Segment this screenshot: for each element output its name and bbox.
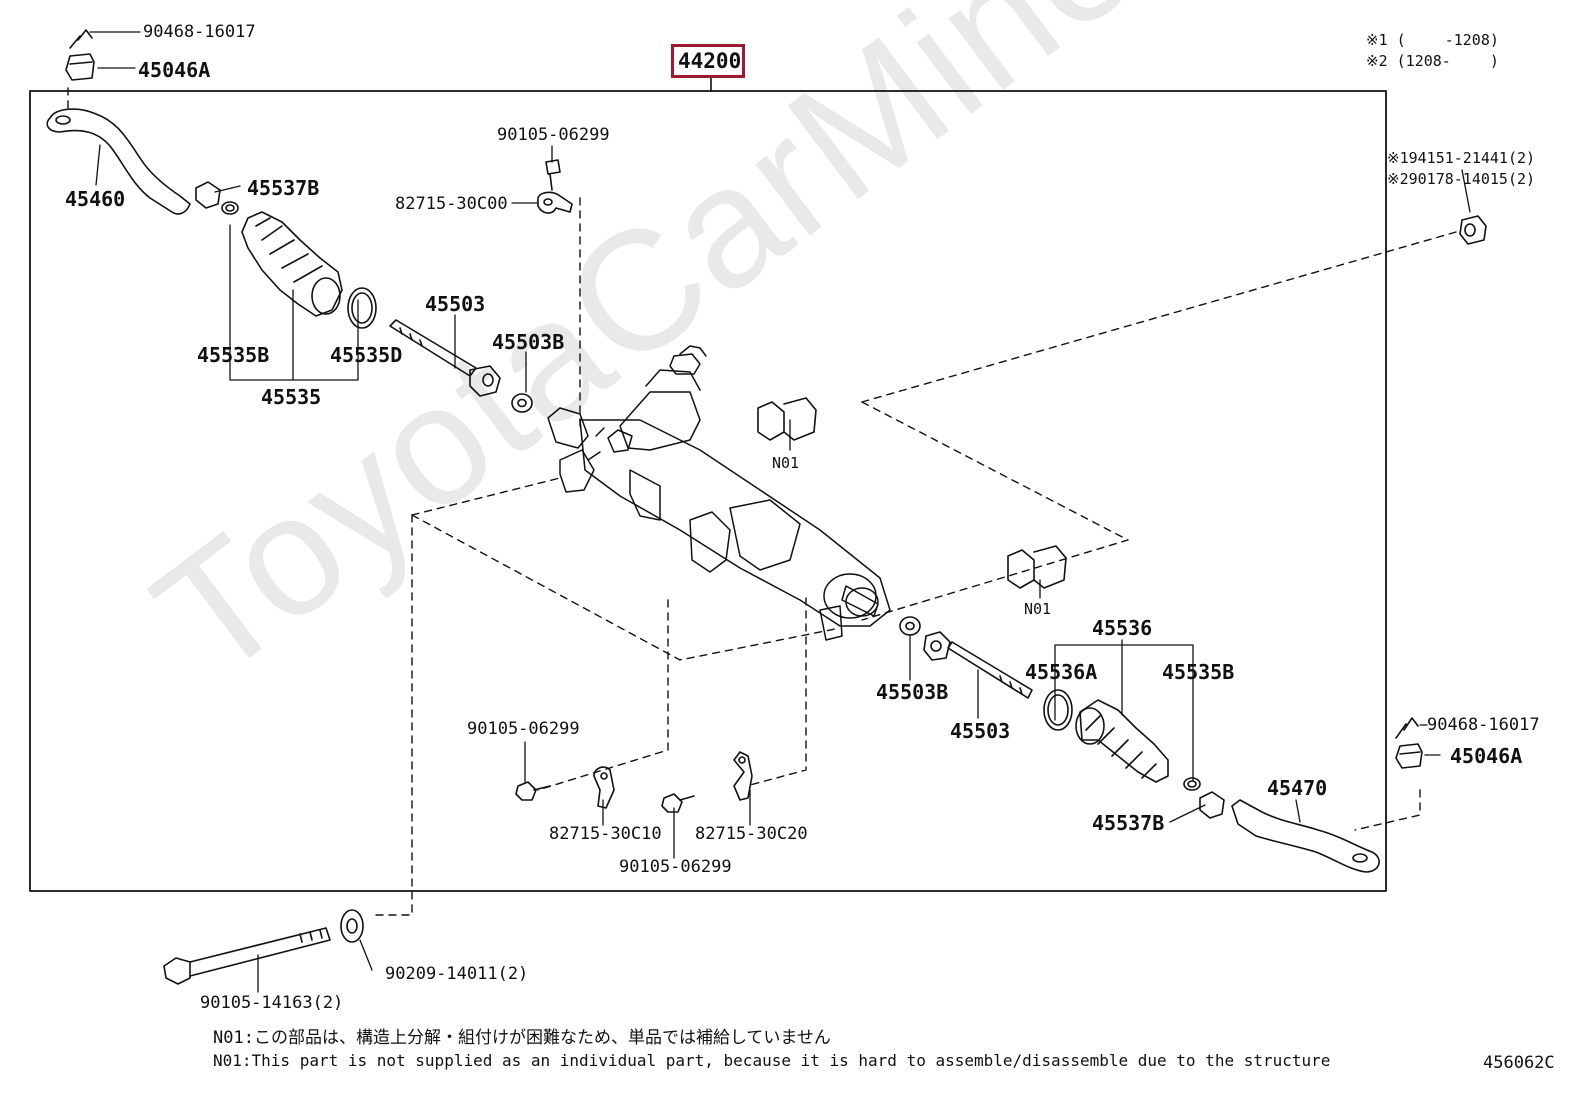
part-label-grommet-lower[interactable]: N01 bbox=[1024, 600, 1052, 618]
footnote-japanese: N01:この部品は、構造上分解・組付けが困難なため、単品では補給していません bbox=[213, 1028, 831, 1048]
grommet-upper-shape bbox=[757, 397, 817, 441]
right-rack-end-shape bbox=[923, 631, 1033, 699]
part-label-right-nut-v1[interactable]: ※194151-21441(2) bbox=[1387, 149, 1536, 167]
assembly-number-link[interactable]: 44200 bbox=[678, 49, 742, 73]
part-label-right-nut-v2[interactable]: ※290178-14015(2) bbox=[1387, 170, 1536, 188]
part-label-left-rack-end[interactable]: 45503 bbox=[425, 292, 486, 316]
big-washer-shape bbox=[340, 909, 364, 943]
part-label-long-bolt[interactable]: 90105-14163(2) bbox=[200, 993, 344, 1013]
footnote-english: N01:This part is not supplied as an indi… bbox=[213, 1051, 1331, 1070]
part-label-left-clip[interactable]: 90468-16017 bbox=[143, 22, 256, 42]
top-bracket-shape bbox=[537, 191, 573, 214]
part-label-left-clamp-small[interactable]: 45535B bbox=[197, 343, 270, 367]
variant-legend-1: ※1 ( -1208) bbox=[1366, 31, 1499, 49]
left-tie-rod-end-shape bbox=[46, 108, 191, 215]
left-clamp-small-shape bbox=[221, 201, 239, 215]
leader-lines bbox=[89, 31, 1471, 993]
part-label-right-clamp-small[interactable]: 45535B bbox=[1162, 660, 1235, 684]
mid-bolt-shape bbox=[515, 781, 551, 801]
right-clamp-small-shape bbox=[1183, 777, 1201, 791]
left-clip-shape bbox=[69, 29, 93, 49]
top-bolt-shape bbox=[545, 159, 561, 191]
part-label-right-boot-assy[interactable]: 45536 bbox=[1092, 616, 1153, 640]
part-label-lower-bolt[interactable]: 90105-06299 bbox=[619, 857, 732, 877]
part-label-big-washer[interactable]: 90209-14011(2) bbox=[385, 964, 529, 984]
diagram-id: 456062C bbox=[1483, 1053, 1555, 1073]
part-label-right-clamp-large[interactable]: 45536A bbox=[1025, 660, 1098, 684]
left-castle-nut-shape bbox=[65, 53, 95, 81]
part-label-left-boot-nut[interactable]: 45046A bbox=[138, 58, 211, 82]
left-rack-end-shape bbox=[389, 319, 501, 397]
part-label-mid-bolt[interactable]: 90105-06299 bbox=[467, 719, 580, 739]
part-label-right-clip[interactable]: 90468-16017 bbox=[1427, 715, 1540, 735]
long-bolt-shape bbox=[163, 927, 331, 985]
left-boot-shape bbox=[241, 211, 343, 317]
part-label-top-bolt[interactable]: 90105-06299 bbox=[497, 125, 610, 145]
part-label-right-rack-end[interactable]: 45503 bbox=[950, 719, 1011, 743]
right-washer-shape bbox=[899, 616, 921, 636]
right-castle-nut-shape bbox=[1395, 743, 1423, 769]
part-label-left-tie-rod-end[interactable]: 45460 bbox=[65, 187, 126, 211]
part-label-left-boot-assy[interactable]: 45535 bbox=[261, 385, 322, 409]
steering-gear-housing-shape bbox=[547, 345, 891, 641]
part-label-grommet-upper[interactable]: N01 bbox=[772, 454, 800, 472]
part-label-right-lock-nut[interactable]: 45537B bbox=[1092, 811, 1165, 835]
part-label-left-lock-nut[interactable]: 45537B bbox=[247, 176, 320, 200]
variant-legend-2: ※2 (1208- ) bbox=[1366, 52, 1499, 70]
right-nut-shape bbox=[1459, 215, 1487, 245]
part-label-left-clamp-large[interactable]: 45535D bbox=[330, 343, 403, 367]
right-clip-shape bbox=[1395, 717, 1419, 739]
left-washer-shape bbox=[511, 393, 533, 413]
part-label-right-boot-nut[interactable]: 45046A bbox=[1450, 744, 1523, 768]
part-label-bracket-c20[interactable]: 82715-30C20 bbox=[695, 824, 808, 844]
grommet-lower-shape bbox=[1007, 545, 1067, 589]
bracket-c10-shape bbox=[593, 766, 615, 809]
part-label-bracket-c10[interactable]: 82715-30C10 bbox=[549, 824, 662, 844]
lower-bolt-shape bbox=[661, 793, 695, 813]
left-clamp-large-shape bbox=[347, 287, 377, 329]
part-label-right-washer[interactable]: 45503B bbox=[876, 680, 949, 704]
bracket-c20-shape bbox=[733, 751, 753, 801]
part-label-right-tie-rod-end[interactable]: 45470 bbox=[1267, 776, 1328, 800]
part-label-left-washer[interactable]: 45503B bbox=[492, 330, 565, 354]
right-tie-rod-end-shape bbox=[1231, 799, 1380, 873]
right-boot-shape bbox=[1075, 699, 1169, 783]
part-label-top-bracket[interactable]: 82715-30C00 bbox=[395, 194, 508, 214]
left-lock-nut-shape bbox=[195, 181, 221, 209]
right-lock-nut-shape bbox=[1199, 791, 1225, 819]
assembly-number-frame bbox=[671, 44, 745, 78]
right-clamp-large-shape bbox=[1043, 689, 1073, 731]
assembly-frame bbox=[29, 90, 1387, 892]
dashed-guides bbox=[67, 87, 1457, 916]
